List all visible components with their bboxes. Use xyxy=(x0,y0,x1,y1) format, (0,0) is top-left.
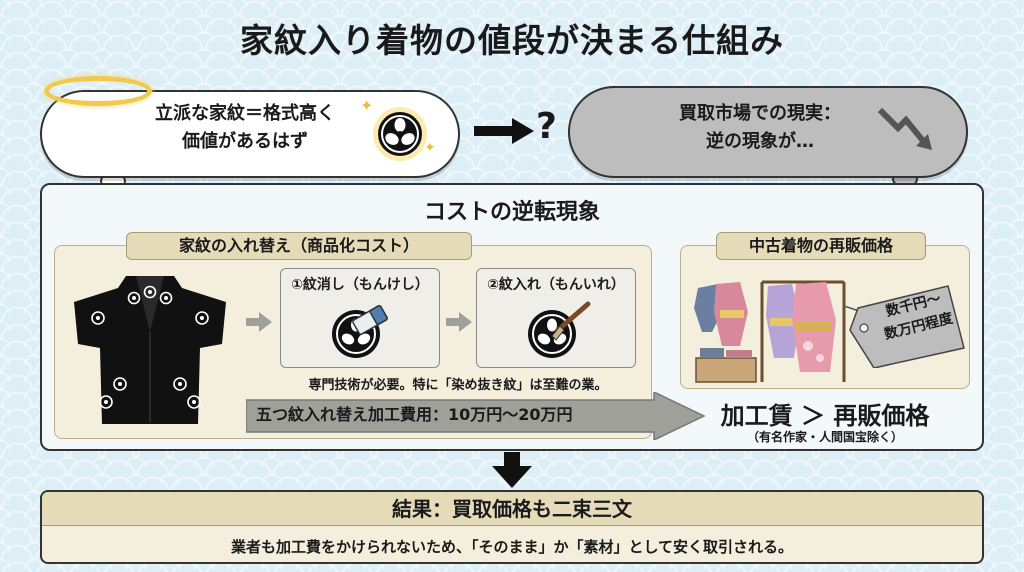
used-kimono-rack-icon xyxy=(694,280,846,383)
page-title: 家紋入り着物の値段が決まる仕組み xyxy=(240,21,784,60)
technique-note: 専門技術が必要。特に「染め抜き紋」は至難の業。 xyxy=(308,378,608,393)
arrow-right-icon xyxy=(474,118,534,144)
cost-arrow-shape xyxy=(246,392,706,440)
processing-cost-label: 五つ紋入れ替え加工費用：10万円〜20万円 xyxy=(256,405,573,424)
reality-text-line1: 買取市場での現実： xyxy=(679,103,841,124)
kimono-icon xyxy=(74,276,226,424)
result-heading: 結果：買取価格も二束三文 xyxy=(42,492,982,526)
arrow-down-icon xyxy=(492,452,532,488)
sparkle-icon: ✦ xyxy=(360,96,374,115)
halo-icon xyxy=(44,76,152,106)
step-arrow-icon xyxy=(246,312,272,332)
comparison-exception-note: （有名作家・人間国宝除く） xyxy=(746,430,903,444)
result-description: 業者も加工費をかけられないため、「そのまま」か「素材」として安く取引される。 xyxy=(230,538,794,556)
step-label-crest-removal: ①紋消し（もんけし） xyxy=(291,277,429,293)
resale-price-heading: 中古着物の再販価格 xyxy=(716,232,926,260)
brush-crest-icon xyxy=(528,301,591,358)
sparkle-icon: ✦ xyxy=(424,140,436,156)
reality-text: 買取市場での現実： 逆の現象が… xyxy=(640,100,880,156)
trend-down-icon xyxy=(877,107,932,150)
ideal-text: 立派な家紋＝格式高く 価値があるはず xyxy=(120,100,370,156)
thought-cloud-reality xyxy=(568,86,968,178)
step-label-crest-insertion: ②紋入れ（もんいれ） xyxy=(487,277,625,293)
family-crest-icon xyxy=(373,107,427,161)
panel-title: コストの逆転現象 xyxy=(423,200,600,225)
step-arrow-icon xyxy=(446,312,472,332)
eraser-crest-icon xyxy=(332,305,388,358)
price-tag-shape xyxy=(844,285,965,368)
ideal-text-line2: 価値があるはず xyxy=(182,131,308,152)
question-mark: ? xyxy=(536,106,557,147)
cost-vs-price-comparison: 加工賃 ＞ 再販価格 xyxy=(720,402,930,430)
crest-replacement-heading: 家紋の入れ替え（商品化コスト） xyxy=(126,232,472,260)
reality-text-line2: 逆の現象が… xyxy=(706,131,814,152)
ideal-text-line1: 立派な家紋＝格式高く xyxy=(155,103,335,124)
